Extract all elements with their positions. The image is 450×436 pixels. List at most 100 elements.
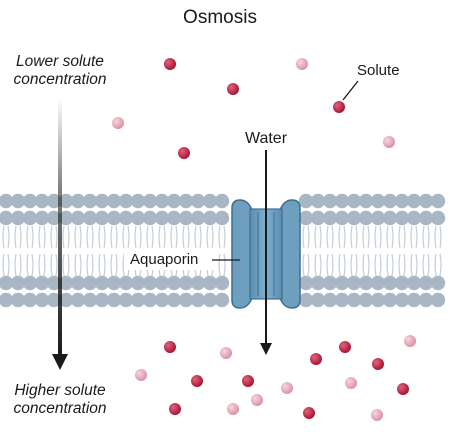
lipid-tail: [110, 253, 118, 277]
lipid-head: [214, 292, 230, 308]
lipid-head: [0, 292, 14, 308]
solute-particle-light: [112, 117, 124, 129]
lipid-head: [322, 210, 338, 226]
lipid-head: [106, 210, 122, 226]
lipid-tail: [314, 253, 322, 277]
solute-particle-light: [296, 58, 308, 70]
lipid-tail: [38, 253, 46, 277]
lipid-head: [322, 193, 338, 209]
lipid-tail: [26, 225, 34, 249]
lipid-tail: [62, 253, 70, 277]
lipid-head: [214, 193, 230, 209]
lipid-head: [394, 275, 410, 291]
lipid-head: [190, 210, 206, 226]
lipid-tail: [350, 225, 358, 249]
lipid-head: [418, 275, 434, 291]
lipid-head: [34, 292, 50, 308]
lipid-head: [46, 275, 62, 291]
solute-particle-light: [404, 335, 416, 347]
lipid-tail: [410, 225, 418, 249]
lipid-head: [10, 292, 26, 308]
lipid-head: [430, 210, 446, 226]
lipid-head: [118, 292, 134, 308]
diagram-title: Osmosis: [183, 7, 257, 28]
lipid-head: [154, 193, 170, 209]
solute-particle-light: [345, 377, 357, 389]
lipid-head: [154, 210, 170, 226]
bottom-side-label-line1: Higher solute: [14, 382, 106, 399]
lipid-head: [142, 275, 158, 291]
lipid-tail: [374, 253, 382, 277]
lipid-head: [202, 275, 218, 291]
lipid-tail: [326, 225, 334, 249]
lipid-head: [22, 210, 38, 226]
lipid-head: [46, 210, 62, 226]
lipid-tail: [182, 225, 190, 249]
lipid-head: [70, 292, 86, 308]
lipid-tail: [86, 225, 94, 249]
lipid-tail: [422, 253, 430, 277]
lipid-head: [0, 210, 14, 226]
lipid-tail: [206, 225, 214, 249]
lipid-head: [310, 210, 326, 226]
solute-particle-dark: [169, 403, 181, 415]
lipid-tail: [14, 253, 22, 277]
lipid-tail: [386, 225, 394, 249]
lipid-head: [214, 275, 230, 291]
lipid-tail: [314, 225, 322, 249]
aquaporin-label: Aquaporin: [130, 251, 198, 268]
lipid-tail: [434, 225, 442, 249]
lipid-head: [142, 292, 158, 308]
solute-particle-light: [135, 369, 147, 381]
lipid-head: [58, 210, 74, 226]
lipid-head: [82, 292, 98, 308]
lipid-head: [346, 193, 362, 209]
lipid-tail: [26, 253, 34, 277]
lipid-tail: [302, 253, 310, 277]
lipid-head: [370, 275, 386, 291]
solute-particle-dark: [164, 341, 176, 353]
lipid-tail: [302, 225, 310, 249]
lipid-tail: [194, 225, 202, 249]
lipid-tail: [218, 253, 226, 277]
lipid-head: [406, 193, 422, 209]
lipid-head: [0, 193, 14, 209]
lipid-tail: [338, 253, 346, 277]
lipid-head: [118, 275, 134, 291]
lipid-head: [298, 193, 314, 209]
lipid-tail: [398, 225, 406, 249]
lipid-head: [34, 210, 50, 226]
lipid-head: [202, 193, 218, 209]
lipid-head: [0, 275, 14, 291]
lipid-head: [154, 275, 170, 291]
lipid-tail: [350, 253, 358, 277]
lipid-head: [94, 210, 110, 226]
lipid-tail: [386, 253, 394, 277]
solute-particles: [112, 58, 416, 421]
lipid-head: [166, 292, 182, 308]
lipid-tail: [422, 225, 430, 249]
solute-label: Solute: [357, 62, 400, 79]
lipid-head: [418, 292, 434, 308]
lipid-head: [46, 292, 62, 308]
solute-particle-dark: [303, 407, 315, 419]
lipid-tail: [410, 253, 418, 277]
lipid-head: [202, 292, 218, 308]
lipid-tail: [50, 253, 58, 277]
lipid-head: [382, 275, 398, 291]
lipid-head: [358, 210, 374, 226]
solute-particle-light: [251, 394, 263, 406]
top-side-label-line2: concentration: [13, 71, 106, 88]
lipid-head: [154, 292, 170, 308]
solute-leader-line: [342, 80, 359, 101]
lipid-head: [94, 292, 110, 308]
lipid-head: [166, 210, 182, 226]
lipid-tail: [38, 225, 46, 249]
lipid-head: [430, 275, 446, 291]
lipid-head: [106, 275, 122, 291]
solute-particle-light: [371, 409, 383, 421]
lipid-tail: [218, 225, 226, 249]
lipid-head: [70, 275, 86, 291]
lipid-head: [118, 193, 134, 209]
